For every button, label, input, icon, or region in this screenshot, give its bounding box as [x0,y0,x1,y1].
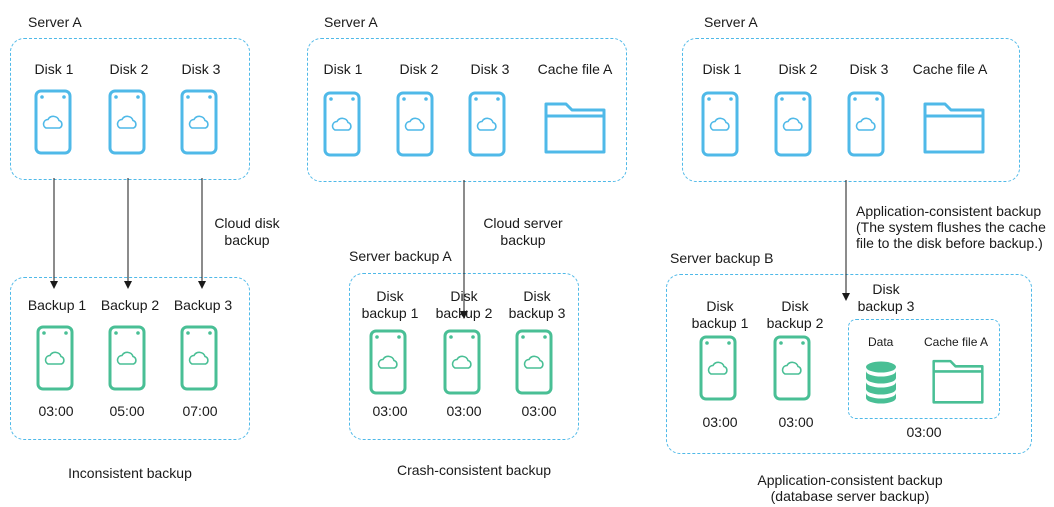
cloud-disk-icon [701,91,739,157]
disk-label: Disk 2 [399,61,439,77]
cloud-disk-icon [108,325,146,391]
cache-file-label: Cache file A [912,61,988,77]
cloud-disk-icon [36,325,74,391]
backup-label: Backup 2 [100,297,160,313]
cache-file-label: Cache file A [537,61,613,77]
panel3-backup-group-label: Server backup B [670,250,774,266]
cloud-disk-icon [369,329,407,395]
backup-time: 03:00 [38,403,74,419]
panel1-caption: Inconsistent backup [68,465,192,481]
disk-label: Disk 1 [323,61,363,77]
backup-label: Disk backup 2 [766,298,824,331]
backup-time: 07:00 [182,403,218,419]
cloud-disk-icon [443,329,481,395]
panel3-arrow-label: Application-consistent backup (The syste… [856,203,1046,251]
panel3-server-label: Server A [704,14,758,30]
cloud-disk-icon [323,91,361,157]
cloud-disk-icon [515,329,553,395]
cloud-disk-icon [699,335,737,401]
cache-file-label: Cache file A [924,335,989,349]
cloud-disk-icon [774,91,812,157]
panel2-caption: Crash-consistent backup [396,462,552,478]
disk-label: Disk 2 [109,61,149,77]
backup-time: 03:00 [372,403,408,419]
backup-time: 03:00 [702,414,738,430]
cloud-disk-icon [34,89,72,155]
backup-label: Disk backup 1 [691,298,749,331]
backup-label: Disk backup 3 [508,288,566,321]
disk-label: Disk 3 [849,61,889,77]
disk-label: Disk 3 [181,61,221,77]
cloud-disk-icon [847,91,885,157]
backup-label: Backup 1 [27,297,87,313]
disk-backup-3-label: Disk backup 3 [857,281,915,314]
panel1-server-label: Server A [28,14,82,30]
panel2-server-label: Server A [324,14,378,30]
disk-label: Disk 1 [702,61,742,77]
database-icon [864,360,898,404]
cloud-disk-icon [180,89,218,155]
disk-label: Disk 2 [778,61,818,77]
backup-time: 03:00 [906,424,942,440]
folder-icon [544,98,606,154]
folder-icon [923,98,985,154]
backup-label: Backup 3 [173,297,233,313]
cloud-disk-icon [180,325,218,391]
backup-time: 03:00 [446,403,482,419]
folder-icon [932,356,984,404]
panel2-backup-group-label: Server backup A [349,248,452,264]
panel1-arrow-label: Cloud disk backup [214,215,280,248]
backup-time: 03:00 [521,403,557,419]
cloud-disk-icon [396,91,434,157]
backup-time: 03:00 [778,414,814,430]
cloud-disk-icon [468,91,506,157]
cloud-disk-icon [773,335,811,401]
backup-label: Disk backup 1 [361,288,419,321]
data-label: Data [868,335,894,349]
backup-time: 05:00 [109,403,145,419]
disk-label: Disk 1 [34,61,74,77]
panel3-caption: Application-consistent backup (database … [757,472,943,504]
panel2-arrow-label: Cloud server backup [483,215,563,248]
disk-label: Disk 3 [470,61,510,77]
backup-label: Disk backup 2 [435,288,493,321]
cloud-disk-icon [108,89,146,155]
